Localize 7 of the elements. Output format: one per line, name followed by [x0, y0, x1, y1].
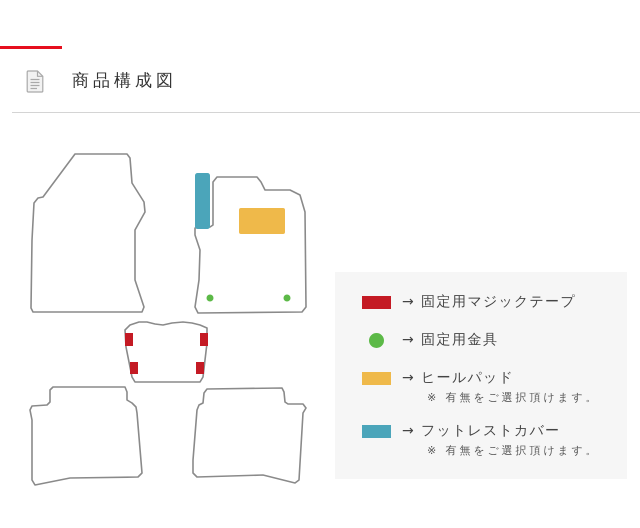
- legend-text: → 固定用マジックテープ: [402, 293, 576, 311]
- legend-text: → ヒールパッド: [402, 369, 514, 387]
- note-text: ※ 有無をご選択頂けます。: [427, 443, 600, 459]
- note-text: ※ 有無をご選択頂けます。: [427, 390, 600, 406]
- legend-text: → 固定用金具: [402, 331, 499, 349]
- section-title: 商品構成図: [72, 70, 177, 92]
- legend-text: → フットレストカバー: [402, 422, 561, 440]
